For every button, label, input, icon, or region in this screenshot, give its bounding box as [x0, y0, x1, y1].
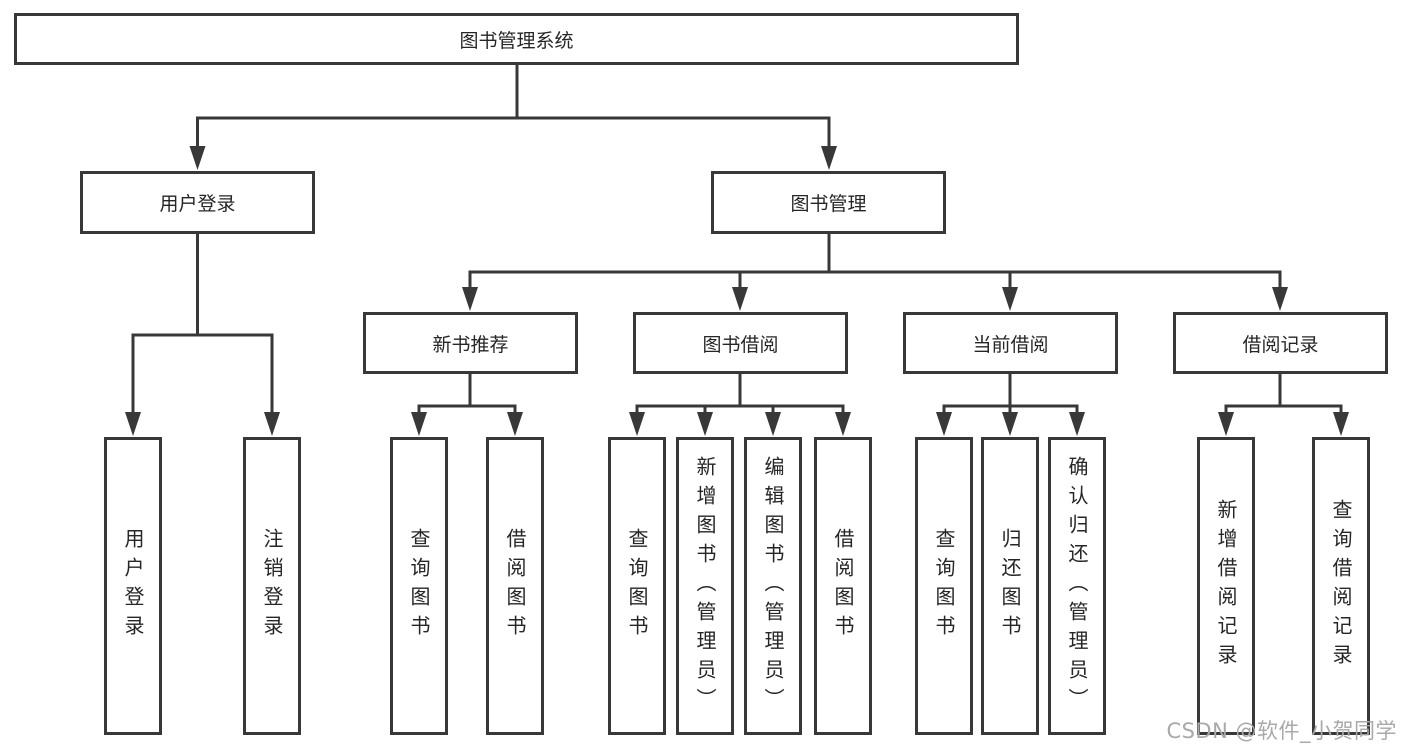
- leaf-query-books-recommend: 查询图书: [390, 437, 448, 735]
- node-new-book-recommend: 新书推荐: [363, 312, 578, 374]
- arrow-down-icon: [732, 287, 748, 311]
- node-book-borrow: 图书借阅: [633, 312, 848, 374]
- leaf-label: 新增借阅记录: [1214, 499, 1238, 673]
- arrowheads: [125, 146, 1349, 436]
- edge-mgmt-to-level3: [468, 234, 1282, 290]
- node-book-borrow-label: 图书借阅: [702, 333, 779, 356]
- arrow-down-icon: [264, 412, 280, 436]
- arrow-down-icon: [125, 412, 141, 436]
- leaf-return-books: 归还图书: [981, 437, 1039, 735]
- node-user-login: 用户登录: [80, 171, 315, 234]
- leaf-user-login: 用户登录: [104, 437, 162, 735]
- arrow-down-icon: [936, 412, 952, 436]
- leaf-logout: 注销登录: [243, 437, 301, 735]
- edge-records-to-leaves: [1224, 374, 1343, 414]
- node-borrow-records-label: 借阅记录: [1242, 333, 1319, 356]
- arrow-down-icon: [1272, 287, 1288, 311]
- leaf-label: 归还图书: [998, 528, 1022, 644]
- node-borrow-records: 借阅记录: [1173, 312, 1388, 374]
- arrow-down-icon: [1002, 287, 1018, 311]
- arrow-down-icon: [697, 412, 713, 436]
- leaf-label: 借阅图书: [831, 528, 855, 644]
- leaf-label: 用户登录: [121, 528, 145, 644]
- edge-recommend-to-leaves: [417, 374, 517, 414]
- arrow-down-icon: [1333, 412, 1349, 436]
- arrow-down-icon: [835, 412, 851, 436]
- node-new-book-recommend-label: 新书推荐: [432, 333, 509, 356]
- arrow-down-icon: [462, 287, 478, 311]
- node-book-management-label: 图书管理: [790, 193, 867, 215]
- leaf-query-books-borrow: 查询图书: [608, 437, 666, 735]
- leaf-borrow-books-recommend: 借阅图书: [486, 437, 544, 735]
- leaf-label: 查询图书: [625, 528, 649, 644]
- leaf-label: 借阅图书: [503, 528, 527, 644]
- arrow-down-icon: [821, 146, 837, 170]
- node-root: 图书管理系统: [14, 13, 1019, 65]
- leaf-add-borrow-record: 新增借阅记录: [1197, 437, 1255, 735]
- tree-edges: [131, 65, 1343, 414]
- edge-borrow-to-leaves: [635, 374, 845, 414]
- arrow-down-icon: [1069, 412, 1085, 436]
- leaf-label: 注销登录: [260, 528, 284, 644]
- edge-root-to-level2: [196, 65, 831, 148]
- node-root-label: 图书管理系统: [459, 29, 574, 52]
- arrow-down-icon: [765, 412, 781, 436]
- leaf-label: 新增图书（管理员）: [693, 455, 717, 717]
- node-user-login-label: 用户登录: [159, 193, 236, 215]
- leaf-label: 查询借阅记录: [1329, 499, 1353, 673]
- edge-login-to-leaves: [131, 234, 274, 414]
- node-current-borrow: 当前借阅: [903, 312, 1118, 374]
- leaf-label: 确认归还（管理员）: [1065, 455, 1089, 717]
- edge-current-to-leaves: [942, 374, 1079, 414]
- leaf-add-books-admin: 新增图书（管理员）: [676, 437, 734, 735]
- leaf-query-borrow-record: 查询借阅记录: [1312, 437, 1370, 735]
- arrow-down-icon: [629, 412, 645, 436]
- arrow-down-icon: [189, 146, 206, 170]
- arrow-down-icon: [1002, 412, 1018, 436]
- node-book-management: 图书管理: [711, 171, 946, 234]
- leaf-borrow-books: 借阅图书: [814, 437, 872, 735]
- arrow-down-icon: [411, 412, 427, 436]
- node-current-borrow-label: 当前借阅: [972, 333, 1049, 356]
- leaf-confirm-return-admin: 确认归还（管理员）: [1048, 437, 1106, 735]
- arrow-down-icon: [507, 412, 523, 436]
- leaf-label: 查询图书: [407, 528, 431, 644]
- leaf-label: 查询图书: [932, 528, 956, 644]
- leaf-label: 编辑图书（管理员）: [761, 455, 785, 717]
- leaf-query-books-current: 查询图书: [915, 437, 973, 735]
- leaf-edit-books-admin: 编辑图书（管理员）: [744, 437, 802, 735]
- arrow-down-icon: [1218, 412, 1234, 436]
